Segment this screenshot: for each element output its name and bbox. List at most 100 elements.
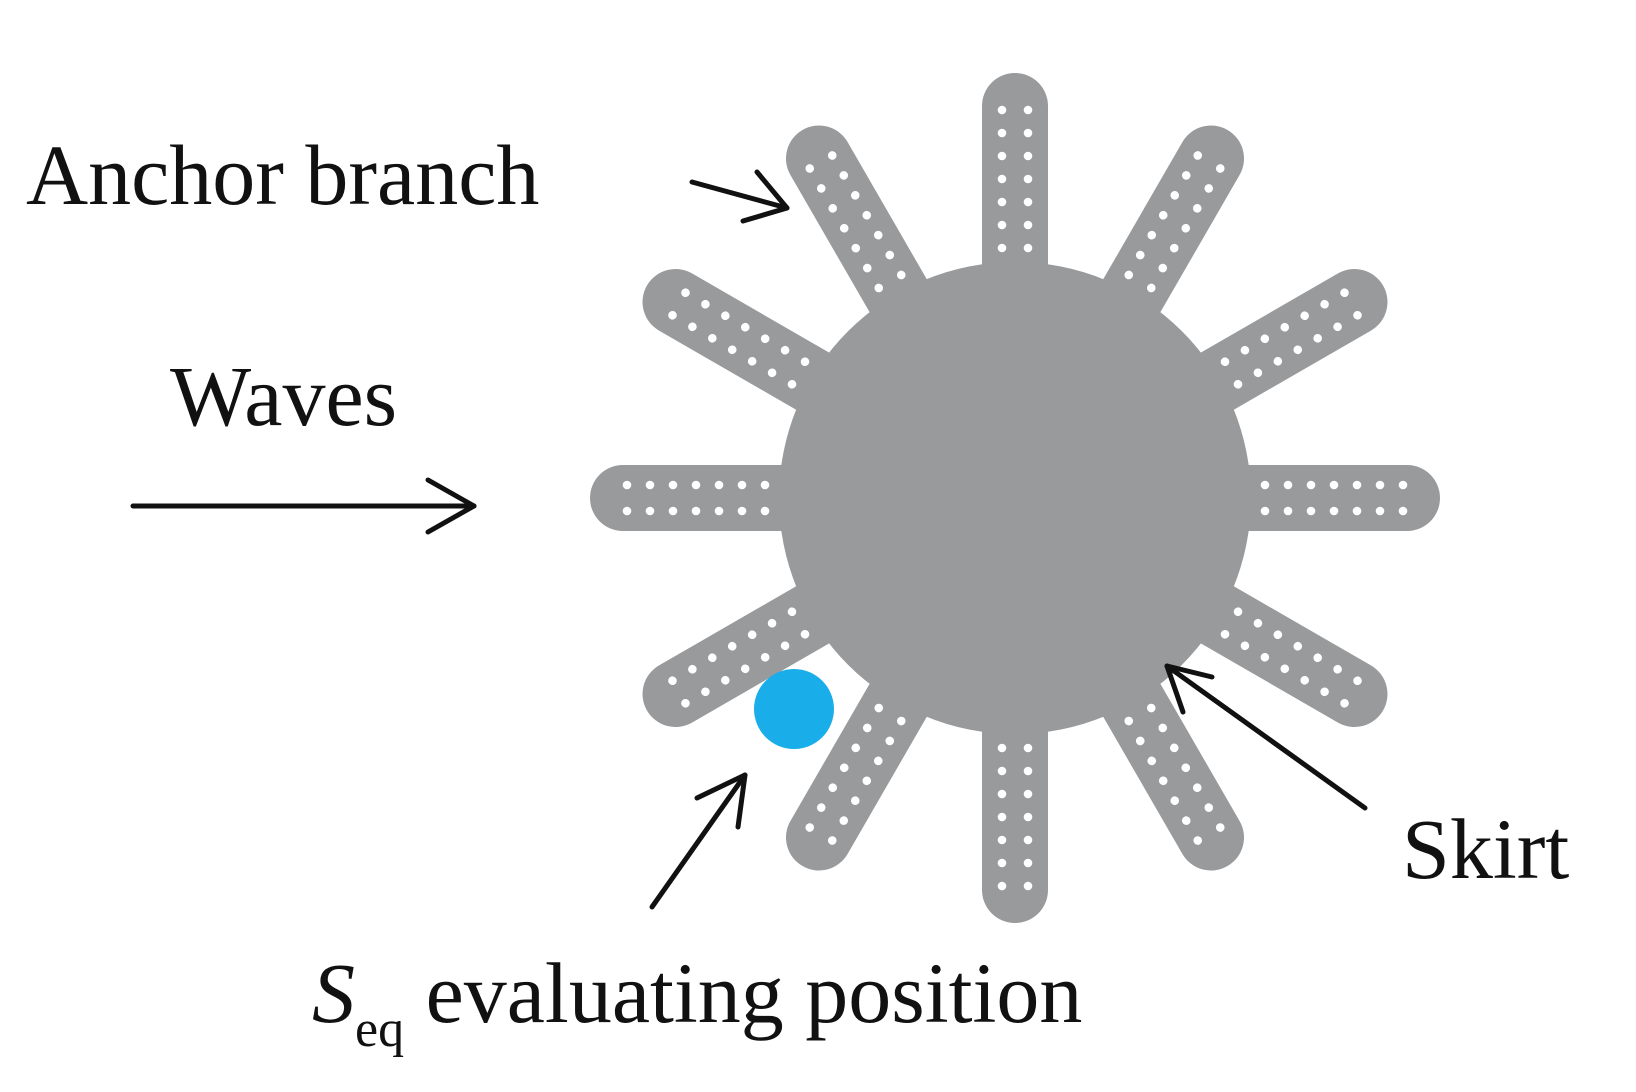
branch-perforation <box>839 171 849 180</box>
branch-perforation <box>1260 506 1270 516</box>
branch-perforation <box>740 322 750 332</box>
branch-perforation <box>1023 151 1033 161</box>
branch-perforation <box>1233 607 1243 617</box>
branch-perforation <box>714 506 724 516</box>
branch-perforation <box>997 128 1007 138</box>
branch-perforation <box>1023 743 1033 753</box>
branch-perforation <box>997 766 1007 776</box>
branch-perforation <box>780 641 790 651</box>
branch-perforation <box>1313 333 1322 343</box>
branch-perforation <box>1283 480 1293 490</box>
branch-perforation <box>862 723 872 733</box>
arrows <box>130 169 1368 910</box>
branch-perforation <box>1340 288 1349 298</box>
branch-perforation <box>668 506 678 516</box>
branch-perforation <box>767 368 777 378</box>
branch-perforation <box>701 687 710 697</box>
branch-perforation <box>691 480 701 490</box>
branch-perforation <box>1158 723 1168 733</box>
branch-perforation <box>1260 652 1270 662</box>
branch-perforation <box>1306 506 1316 516</box>
branch-perforation <box>1181 816 1191 825</box>
branch-perforation <box>1398 480 1408 490</box>
branch-perforation <box>1253 368 1263 378</box>
branch-perforation <box>1333 322 1342 332</box>
branch-perforation <box>862 263 872 273</box>
branch-perforation <box>1192 783 1202 792</box>
branch-perforation <box>1353 310 1362 320</box>
branch-perforation <box>1375 480 1385 490</box>
branch-perforation <box>1273 356 1283 366</box>
branch-perforation <box>827 151 837 160</box>
branch-perforation <box>708 333 717 343</box>
branch-perforation <box>1181 763 1191 773</box>
branch-perforation <box>885 736 895 746</box>
branch-perforation <box>1352 480 1362 490</box>
branch-perforation <box>1320 687 1329 697</box>
branch-perforation <box>862 210 872 220</box>
branch-perforation <box>688 664 697 674</box>
seq-position-arrow <box>649 772 748 910</box>
branch-perforation <box>1023 128 1033 138</box>
branch-perforation <box>1023 858 1033 868</box>
branch-perforation <box>1306 480 1316 490</box>
branch-perforation <box>721 675 730 685</box>
branch-perforation <box>1158 776 1168 786</box>
branch-perforation <box>1320 299 1329 309</box>
branch-perforation <box>1169 243 1179 253</box>
branch-perforation <box>997 197 1007 207</box>
branch-perforation <box>721 311 730 321</box>
branch-perforation <box>1170 796 1180 805</box>
branch-perforation <box>851 243 861 253</box>
branch-perforation <box>851 743 861 753</box>
branch-perforation <box>1181 171 1191 180</box>
branch-perforation <box>997 881 1007 891</box>
branch-perforation <box>839 223 849 233</box>
branch-perforation <box>1135 736 1145 746</box>
branch-perforation <box>1146 703 1156 713</box>
branch-perforation <box>1023 881 1033 891</box>
branch-perforation <box>1233 379 1243 389</box>
branch-perforation <box>688 322 697 332</box>
branch-perforation <box>747 356 757 366</box>
branch-perforation <box>885 250 895 260</box>
branch-perforation <box>787 379 797 389</box>
branch-perforation <box>1253 618 1263 628</box>
branch-perforation <box>816 803 826 812</box>
branch-perforation <box>760 334 770 344</box>
branch-perforation <box>997 743 1007 753</box>
waves-arrow <box>130 477 477 535</box>
branch-perforation <box>668 310 677 320</box>
branch-perforation <box>997 151 1007 161</box>
branch-perforation <box>1220 357 1230 367</box>
branch-perforation <box>1260 480 1270 490</box>
skirted-anchor-structure <box>590 73 1440 923</box>
branch-perforation <box>701 299 710 309</box>
branch-perforation <box>816 184 826 193</box>
seq-subscript: eq <box>355 1001 404 1058</box>
branch-perforation <box>714 480 724 490</box>
branch-perforation <box>1220 629 1230 639</box>
branch-perforation <box>760 506 770 516</box>
branch-perforation <box>827 836 837 845</box>
branch-perforation <box>1124 716 1134 726</box>
branch-perforation <box>1280 322 1290 332</box>
branch-perforation <box>691 506 701 516</box>
branch-perforation <box>1340 698 1349 708</box>
branch-perforation <box>668 676 677 686</box>
branch-perforation <box>997 858 1007 868</box>
branch-perforation <box>873 230 883 240</box>
branch-perforation <box>1240 641 1250 651</box>
branch-perforation <box>1158 263 1168 273</box>
branch-perforation <box>681 288 690 298</box>
branch-perforation <box>780 345 790 355</box>
branch-perforation <box>1169 743 1179 753</box>
branch-perforation <box>1300 311 1309 321</box>
seq-symbol: S <box>312 945 355 1041</box>
branch-perforation <box>850 191 860 200</box>
branch-perforation <box>997 835 1007 845</box>
branch-perforation <box>800 357 810 367</box>
branch-perforation <box>1260 334 1270 344</box>
branch-perforation <box>760 480 770 490</box>
